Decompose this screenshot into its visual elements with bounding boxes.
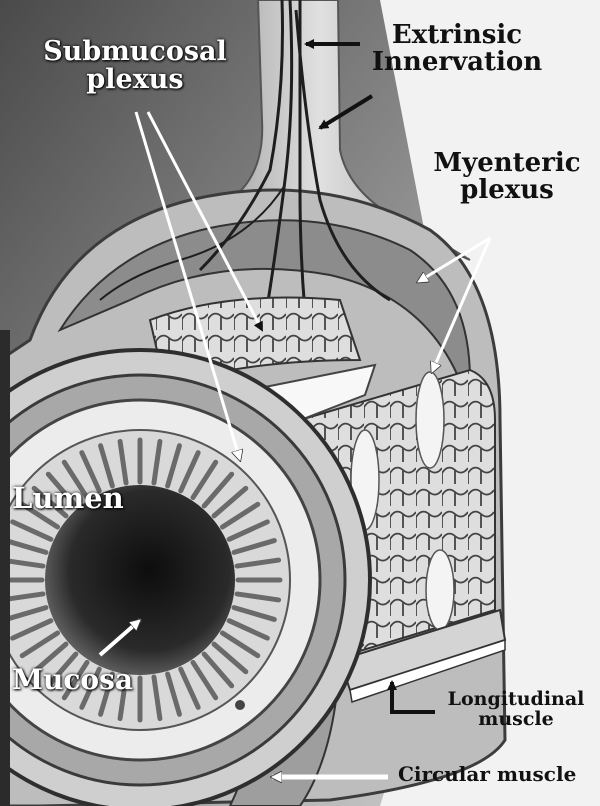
left-cut (0, 330, 10, 806)
label-mucosa: Mucosa (12, 665, 133, 694)
label-longitudinal-muscle: Longitudinal muscle (436, 690, 596, 730)
label-extrinsic-innervation: Extrinsic Innervation (352, 22, 562, 77)
label-lumen: Lumen (12, 483, 124, 513)
label-myenteric-plexus: Myenteric plexus (422, 150, 592, 205)
label-submucosal-plexus: Submucosal plexus (30, 38, 240, 95)
label-circular-muscle: Circular muscle (398, 764, 576, 785)
